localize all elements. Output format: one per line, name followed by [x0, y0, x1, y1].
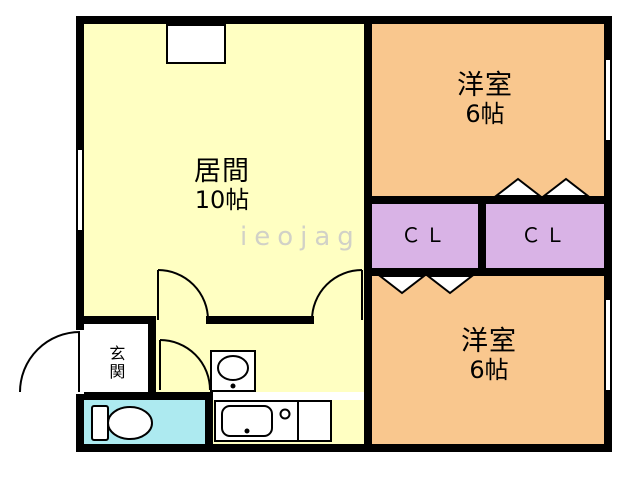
bedroom-top-name: 洋室: [457, 70, 513, 101]
bedroom-bottom-label: 洋室 6帖: [424, 326, 554, 385]
wall-outer-left-a: [76, 16, 84, 150]
wall-outer-right-a: [604, 16, 612, 60]
wall-outer-top: [76, 16, 612, 24]
entrance-label: 玄関: [106, 345, 126, 381]
closet-right-floor: [486, 204, 604, 268]
bedroom-bottom-name: 洋室: [461, 326, 517, 357]
entrance-door-icon: [19, 331, 81, 393]
wall-outer-bottom: [76, 444, 612, 452]
closet-right-label: ＣＬ: [521, 223, 569, 247]
wall-outer-right-b: [604, 140, 612, 300]
wall-closet-bottom: [372, 268, 604, 276]
bedroom-bottom-floor: [372, 276, 604, 444]
bedroom-bottom-size: 6帖: [469, 356, 509, 385]
watermark-text: ieojag: [240, 222, 361, 252]
living-room-size: 10帖: [194, 186, 250, 215]
bedroom-top-label: 洋室 6帖: [420, 70, 550, 129]
bedroom-top-size: 6帖: [465, 100, 505, 129]
kitchen-counter: [214, 400, 332, 442]
wall-closet-top: [372, 196, 604, 204]
closet-left-floor: [372, 204, 478, 268]
corridor-floor: [156, 324, 364, 392]
counter-fixture: [166, 24, 226, 64]
window-right-bedroom-top: [604, 60, 612, 140]
living-room-name: 居間: [194, 156, 250, 187]
wall-living-bottom-b: [206, 316, 314, 324]
wall-outer-left-c: [76, 394, 84, 452]
wall-center-vertical: [364, 16, 372, 452]
wall-closet-divider: [478, 196, 486, 276]
wall-kitchen-left: [205, 392, 213, 452]
wall-living-bottom-a: [84, 316, 156, 324]
wall-toilet-top: [84, 392, 213, 400]
toilet-floor: [84, 400, 205, 444]
closet-left-label: ＣＬ: [401, 223, 449, 247]
bedroom-top-floor: [372, 24, 604, 196]
window-left-living: [76, 150, 84, 230]
window-right-bedroom-bottom: [604, 300, 612, 390]
wall-entrance-right: [148, 316, 156, 400]
washbasin-cabinet: [210, 350, 256, 392]
entrance-floor: [84, 324, 148, 392]
wall-outer-right-c: [604, 390, 612, 452]
living-room-label: 居間 10帖: [157, 156, 287, 215]
wall-outer-left-b: [76, 230, 84, 330]
